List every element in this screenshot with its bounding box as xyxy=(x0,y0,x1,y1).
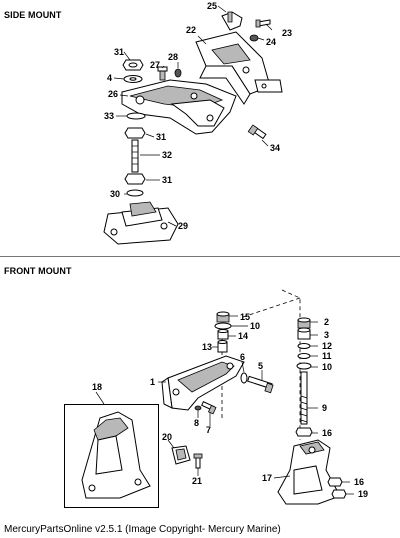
callout-21: 21 xyxy=(192,476,202,486)
washer-part-33 xyxy=(126,112,146,120)
callout-11: 11 xyxy=(322,351,332,361)
clip-part-20 xyxy=(171,445,191,465)
callout-23: 23 xyxy=(282,28,292,38)
callout-5: 5 xyxy=(258,361,263,371)
callout-30: 30 xyxy=(110,189,120,199)
washer-part-6 xyxy=(240,372,248,384)
callout-34: 34 xyxy=(270,143,280,153)
screw-part-21 xyxy=(193,453,203,469)
side-mount-title: SIDE MOUNT xyxy=(4,10,62,20)
inset-mount-part-18 xyxy=(81,411,151,499)
spacer-part-14 xyxy=(217,329,229,340)
callout-1: 1 xyxy=(150,377,155,387)
nut-part-31-middle xyxy=(124,127,146,139)
callout-16-lower: 16 xyxy=(354,477,364,487)
callout-10-left: 10 xyxy=(250,321,260,331)
section-divider xyxy=(0,256,400,257)
callout-10-right: 10 xyxy=(322,362,332,372)
mount-bracket-part-26 xyxy=(121,79,237,135)
nut-part-31-top xyxy=(122,59,144,71)
callout-15: 15 xyxy=(240,312,250,322)
bracket-part-1 xyxy=(161,355,245,411)
bracket-part-22 xyxy=(195,31,283,105)
spacer-part-3 xyxy=(297,327,311,340)
callout-28: 28 xyxy=(168,52,178,62)
bolt-part-7 xyxy=(201,400,217,415)
washer-part-8 xyxy=(194,405,202,411)
clamp-part-25 xyxy=(221,11,243,31)
washer-part-11 xyxy=(297,353,311,359)
callout-19: 19 xyxy=(358,489,368,499)
callout-26: 26 xyxy=(108,89,118,99)
callout-31-top: 31 xyxy=(114,47,124,57)
callout-25: 25 xyxy=(207,1,217,11)
inset-frame xyxy=(64,404,159,508)
bolt-part-27 xyxy=(157,66,168,81)
nut-part-19 xyxy=(331,489,347,499)
washer-part-10-right xyxy=(296,362,312,370)
callout-24: 24 xyxy=(266,37,276,47)
callout-9: 9 xyxy=(322,403,327,413)
callout-7: 7 xyxy=(206,425,211,435)
callout-3: 3 xyxy=(324,330,329,340)
callout-13: 13 xyxy=(202,342,212,352)
screw-part-23 xyxy=(255,19,271,28)
mount-part-17 xyxy=(277,439,341,505)
callout-17: 17 xyxy=(262,473,272,483)
callout-14: 14 xyxy=(238,331,248,341)
washer-part-28 xyxy=(174,68,182,78)
copyright-caption: MercuryPartsOnline v2.5.1 (Image Copyrig… xyxy=(4,524,281,535)
nut-part-16-upper xyxy=(295,427,313,437)
bolt-part-34 xyxy=(247,124,267,140)
washer-part-24 xyxy=(249,34,259,42)
rubber-mount-part-29 xyxy=(103,201,179,245)
front-mount-title: FRONT MOUNT xyxy=(4,266,72,276)
stud-part-32 xyxy=(131,139,139,173)
callout-32: 32 xyxy=(162,150,172,160)
front-mount-callouts: 15 10 14 13 6 5 1 8 7 2 3 12 11 10 9 16 … xyxy=(92,312,368,499)
nut-part-31-lower xyxy=(124,173,146,185)
cap-part-2 xyxy=(297,317,311,329)
callout-16-upper: 16 xyxy=(322,428,332,438)
callout-20: 20 xyxy=(162,432,172,442)
callout-4: 4 xyxy=(107,73,112,83)
front-mount-leaders xyxy=(95,315,354,495)
callout-27: 27 xyxy=(150,60,160,70)
cap-part-15 xyxy=(216,311,230,323)
callout-33: 33 xyxy=(104,111,114,121)
callout-2: 2 xyxy=(324,317,329,327)
stud-part-9 xyxy=(300,371,308,425)
callout-22: 22 xyxy=(186,25,196,35)
bolt-part-5 xyxy=(247,375,274,394)
side-mount-callouts: 25 22 23 24 31 28 27 4 26 33 31 32 34 30… xyxy=(104,1,292,231)
callout-29: 29 xyxy=(178,221,188,231)
bushing-part-13 xyxy=(217,340,228,353)
exploded-parts-diagram: 25 22 23 24 31 28 27 4 26 33 31 32 34 30… xyxy=(81,1,368,505)
nut-part-16-lower xyxy=(327,477,343,487)
callout-18: 18 xyxy=(92,382,102,392)
callout-31-lower: 31 xyxy=(162,175,172,185)
callout-12: 12 xyxy=(322,341,332,351)
callout-6: 6 xyxy=(240,352,245,362)
callout-31-middle: 31 xyxy=(156,132,166,142)
side-mount-leaders xyxy=(113,5,273,227)
washer-part-12 xyxy=(297,343,311,349)
washer-part-30 xyxy=(126,189,144,197)
callout-8: 8 xyxy=(194,418,199,428)
washer-part-10-left xyxy=(214,322,232,330)
